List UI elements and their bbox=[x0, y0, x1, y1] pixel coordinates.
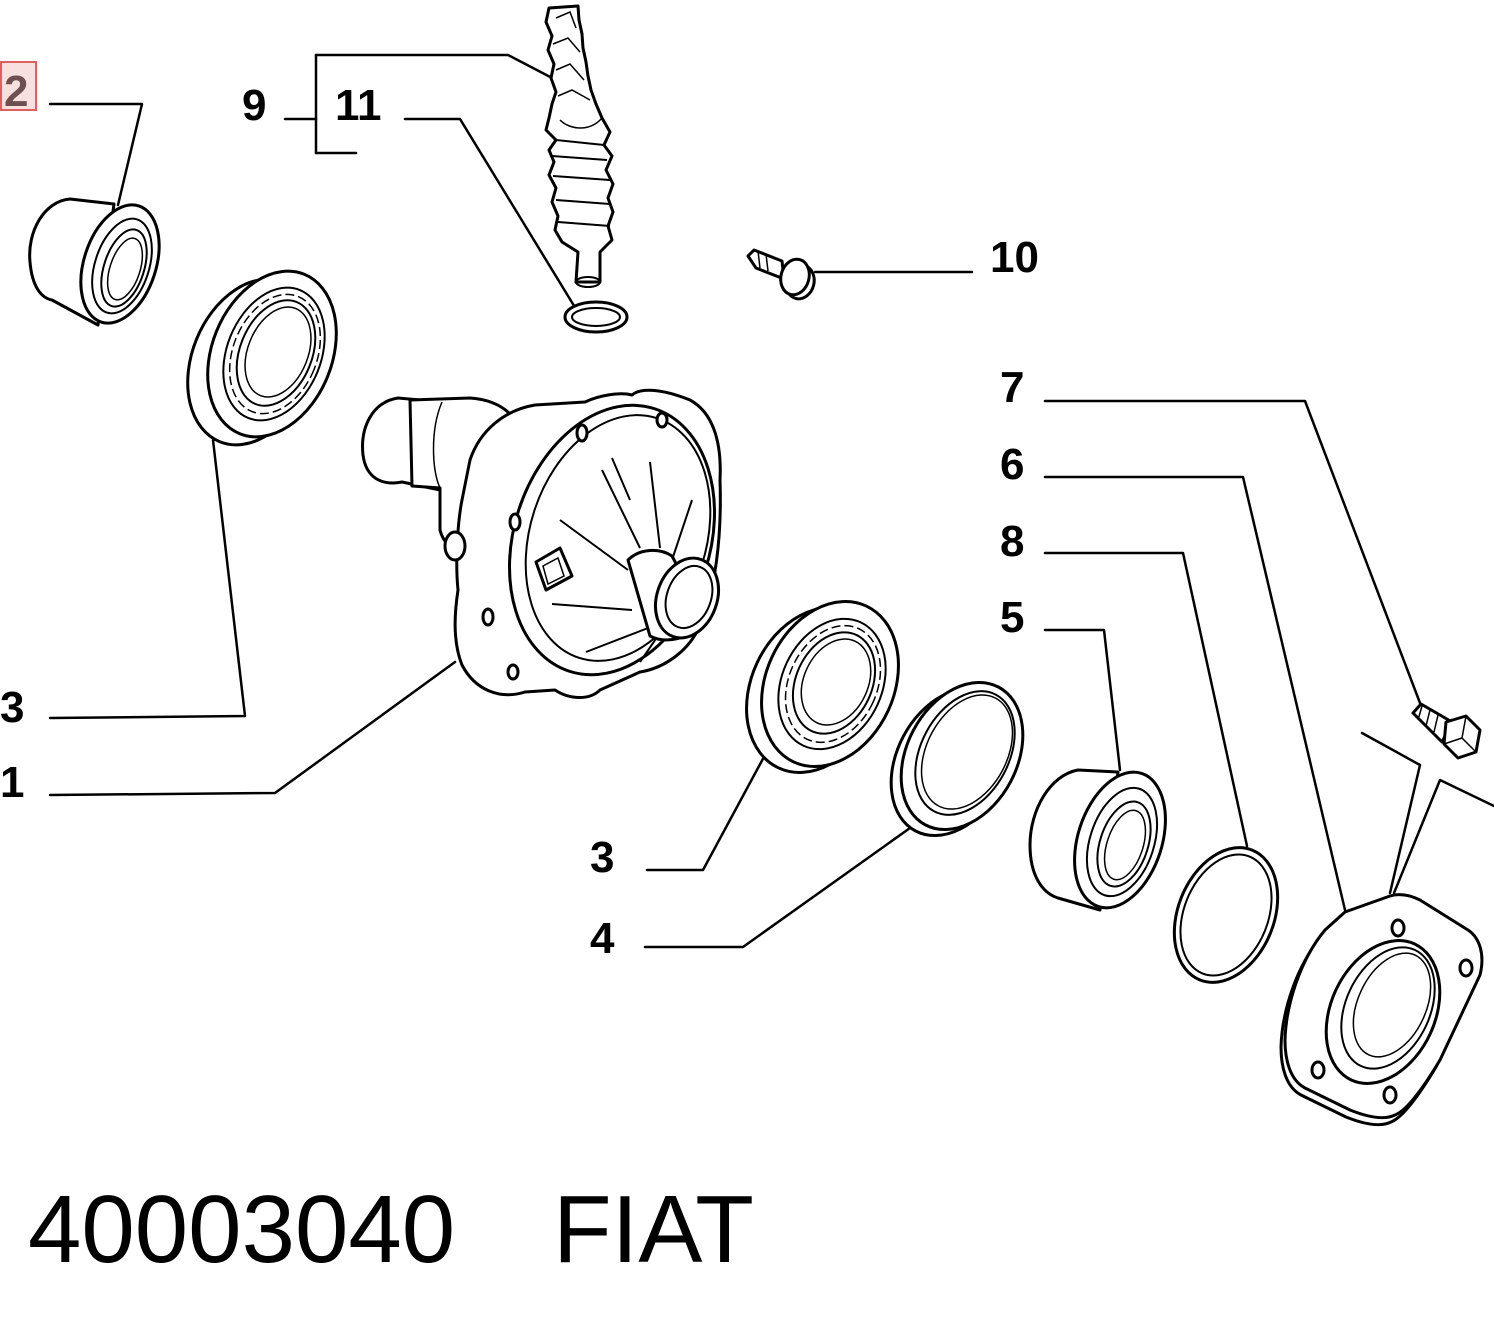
callout-labels: 2 9 11 10 7 6 8 5 3 1 3 4 bbox=[0, 61, 1039, 963]
roller-bearing-part-3-left bbox=[186, 269, 338, 447]
o-ring-part-11 bbox=[563, 300, 629, 334]
leader-3-middle bbox=[645, 753, 767, 872]
leader-7 bbox=[1043, 399, 1422, 705]
callout-5: 5 bbox=[1000, 593, 1024, 642]
bearing-part-5 bbox=[1028, 768, 1167, 912]
flange-cover-part-6 bbox=[1279, 893, 1484, 1127]
callout-8: 8 bbox=[1000, 517, 1024, 566]
seal-part-4 bbox=[889, 680, 1025, 838]
leader-1 bbox=[48, 660, 457, 797]
callout-11: 11 bbox=[335, 81, 382, 130]
roller-bearing-part-3-middle bbox=[745, 599, 900, 775]
callout-4: 4 bbox=[590, 914, 615, 963]
differential-housing-part-1 bbox=[361, 388, 722, 699]
pinion-shaft-part-9 bbox=[544, 4, 615, 288]
callout-2: 2 bbox=[4, 67, 28, 116]
callout-3-middle: 3 bbox=[590, 833, 614, 882]
callout-1: 1 bbox=[0, 758, 24, 807]
leader-8 bbox=[1043, 551, 1249, 848]
callout-3-left: 3 bbox=[0, 683, 24, 732]
brand-name: FIAT bbox=[553, 1176, 754, 1283]
leader-4 bbox=[643, 826, 912, 949]
callout-7: 7 bbox=[1000, 363, 1024, 412]
o-ring-part-8 bbox=[1172, 846, 1280, 984]
leader-5 bbox=[1043, 628, 1122, 772]
bolt-part-7 bbox=[1411, 702, 1482, 760]
callout-10: 10 bbox=[990, 233, 1039, 282]
assembly-guide-line bbox=[1360, 731, 1422, 895]
bolt-part-10 bbox=[746, 248, 816, 301]
leader-3-left bbox=[48, 438, 247, 720]
bearing-part-2 bbox=[28, 197, 161, 327]
leader-lines bbox=[48, 53, 1494, 949]
highlight-box bbox=[0, 61, 37, 111]
footer: 40003040 FIAT bbox=[28, 1176, 754, 1283]
leader-11 bbox=[403, 117, 578, 311]
part-number: 40003040 bbox=[28, 1176, 455, 1283]
leader-9-top-branch bbox=[314, 53, 558, 82]
leader-2 bbox=[48, 102, 144, 207]
callout-9: 9 bbox=[242, 81, 266, 130]
leader-6 bbox=[1043, 475, 1347, 912]
assembly-guide-line bbox=[1392, 778, 1494, 895]
callout-6: 6 bbox=[1000, 440, 1024, 489]
